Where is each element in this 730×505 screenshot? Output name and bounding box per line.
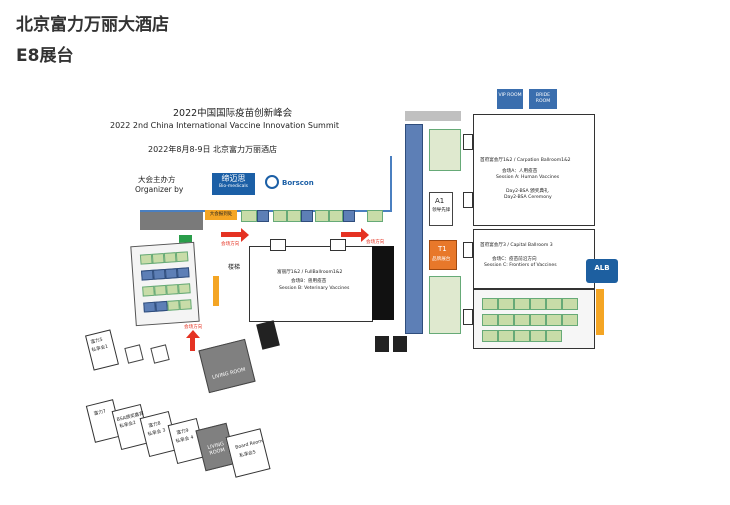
a1-booth: A1 领导先锋 — [429, 192, 453, 226]
corridor-line-vertical — [390, 156, 392, 212]
session-b-en: Session B: Veterinary Vaccines — [279, 286, 350, 291]
capital-ballroom-name: 首府宴会厅3 / Capital Ballroom 3 — [480, 243, 553, 248]
female-restroom-icon — [393, 336, 407, 352]
organizer-logo-dimaisi: 缔迈思 Bio-medicals — [212, 173, 255, 195]
summit-title-en: 2022 2nd China International Vaccine Inn… — [110, 121, 339, 130]
board-room-sub: 私享会5 — [239, 450, 257, 460]
table-icon — [150, 344, 170, 364]
restroom-icon — [256, 320, 280, 350]
board-room-name: Board Room — [234, 439, 264, 451]
organizer-en: Organizer by — [135, 185, 184, 194]
door-icon — [463, 242, 473, 258]
t1-sub: 品牌展台 — [432, 257, 451, 262]
organizer-logo-dimaisi-sub: Bio-medicals — [219, 184, 248, 189]
carpation-ballroom-name: 首府宴会厅1&2 / Carpation Ballroom1&2 — [480, 158, 571, 163]
registration-desk: 大会报到处 — [205, 210, 237, 220]
arrow-right-icon — [341, 232, 361, 237]
day2-award: Day2-BSA 颁奖典礼 — [506, 189, 549, 194]
booth-group-bottom — [429, 276, 461, 334]
left-booth-cluster — [130, 241, 200, 327]
summit-date-venue: 2022年8月8-9日 北京富力万丽酒店 — [148, 145, 278, 154]
booth — [273, 210, 287, 222]
door-icon — [463, 192, 473, 208]
session-a-cn: 会场A：人用疫苗 — [502, 169, 538, 174]
hotel-name: 北京富力万丽大酒店 — [16, 15, 169, 35]
vip-room-label: VIP ROOM — [498, 93, 522, 98]
side-booth-orange — [596, 289, 604, 335]
day2-ceremony: Day2-BSA Ceremony — [504, 195, 552, 200]
to-venue-label: 会场方向 — [366, 240, 385, 245]
full-ballroom-name: 富丽厅1&2 / FullBallroom1&2 — [277, 270, 343, 275]
booth — [241, 210, 257, 222]
booth — [329, 210, 343, 222]
session-a-en: Session A: Human Vaccines — [496, 175, 560, 180]
table-icon — [124, 344, 144, 364]
arrow-up-icon — [190, 337, 195, 351]
bride-room-label: BRIDE ROOM — [535, 93, 551, 104]
private-room-1-sub: 私享会1 — [91, 344, 109, 354]
private-room-1: 富力5 私享会1 — [85, 329, 119, 371]
door-icon — [330, 239, 346, 251]
blue-booth-column — [405, 124, 423, 334]
stairs-booth — [213, 276, 219, 306]
door-icon — [463, 134, 473, 150]
arrow-right-icon — [221, 232, 241, 237]
booth-label: E8展台 — [16, 46, 74, 66]
floor-plan-map: 2022中国国际疫苗创新峰会 2022 2nd China Internatio… — [83, 84, 643, 484]
lower-booth-area — [473, 289, 595, 349]
stage-block — [372, 246, 394, 320]
booth — [315, 210, 329, 222]
session-c-cn: 会场C：疫苗前沿方向 — [492, 257, 537, 262]
living-room-upper-label: LIVING ROOM — [211, 366, 247, 381]
alb-badge-icon: ALB — [586, 259, 618, 283]
booth — [287, 210, 301, 222]
exit-sign-icon — [179, 235, 192, 245]
stairs-label: 楼梯 — [228, 264, 241, 271]
entrance-block — [140, 212, 203, 230]
summit-title-cn: 2022中国国际疫苗创新峰会 — [173, 108, 293, 119]
arrow-head-icon — [241, 228, 249, 242]
organizer-cn: 大会主办方 — [138, 175, 176, 184]
private-room-7-name: 富力7 — [93, 409, 107, 418]
door-icon — [463, 309, 473, 325]
capital-ballroom: 首府宴会厅3 / Capital Ballroom 3 会场C：疫苗前沿方向 S… — [473, 229, 595, 289]
session-c-en: Session C: Frontiers of Vaccines — [484, 263, 557, 268]
session-b-cn: 会场B：兽用疫苗 — [291, 279, 327, 284]
to-venue-label: 会场方向 — [184, 325, 203, 330]
organizer-logo-dimaisi-text: 缔迈思 — [221, 174, 246, 183]
booth — [367, 210, 383, 222]
arrow-head-icon — [361, 228, 369, 242]
booth — [257, 210, 269, 222]
vip-room: VIP ROOM — [497, 89, 523, 109]
booth — [343, 210, 355, 222]
arrow-head-icon — [186, 330, 200, 338]
booth — [301, 210, 313, 222]
top-gray-strip — [405, 111, 461, 121]
board-room: Board Room 私享会5 — [225, 428, 271, 478]
male-restroom-icon — [375, 336, 389, 352]
organizer-logo-borscon: Borscon — [282, 179, 314, 187]
t1-booth: T1 品牌展台 — [429, 240, 457, 270]
a1-label: A1 — [435, 197, 445, 205]
booth-group-top — [429, 129, 461, 171]
bride-room: BRIDE ROOM — [529, 89, 557, 109]
t1-label: T1 — [438, 245, 447, 253]
borscon-logo-icon — [265, 175, 279, 189]
carpation-ballroom: 首府宴会厅1&2 / Carpation Ballroom1&2 会场A：人用疫… — [473, 114, 595, 226]
living-room-upper: LIVING ROOM — [198, 338, 256, 394]
to-venue-label: 会场方向 — [221, 242, 240, 247]
door-icon — [270, 239, 286, 251]
full-ballroom: 富丽厅1&2 / FullBallroom1&2 会场B：兽用疫苗 Sessio… — [249, 239, 373, 322]
a1-sub: 领导先锋 — [432, 208, 451, 213]
